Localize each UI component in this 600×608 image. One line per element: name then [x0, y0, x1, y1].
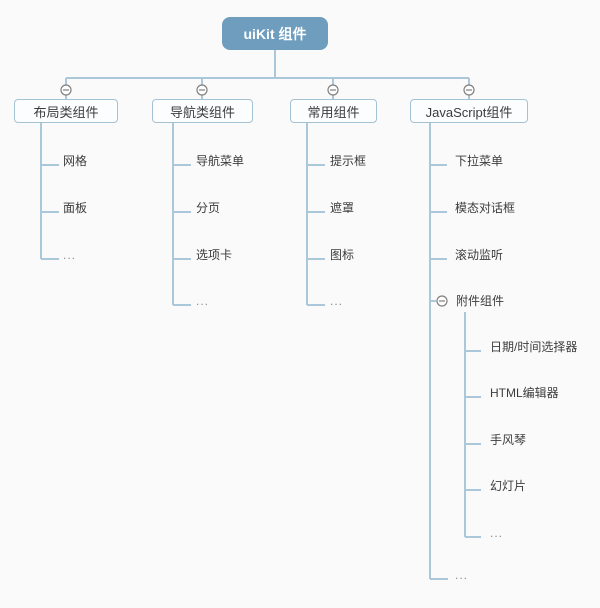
item-tooltip-box[interactable]: 提示框 [330, 154, 367, 168]
item-layout-ellipsis[interactable]: ... [63, 248, 77, 262]
item-html-editor[interactable]: HTML编辑器 [490, 386, 559, 400]
branch-node-common[interactable]: 常用组件 [290, 99, 377, 123]
branch-node-javascript-label: JavaScript组件 [425, 104, 513, 120]
branch-node-layout-label: 布局类组件 [33, 104, 99, 120]
item-grid[interactable]: 网格 [63, 154, 88, 168]
item-common-ellipsis[interactable]: ... [330, 294, 344, 308]
item-attachments-ellipsis[interactable]: ... [490, 526, 504, 540]
root-node[interactable]: uiKit 组件 [222, 17, 328, 50]
item-scrollspy[interactable]: 滚动监听 [455, 248, 504, 262]
collapse-minus-icon-common[interactable] [327, 84, 339, 96]
branch-node-common-label: 常用组件 [307, 104, 360, 120]
branch-node-layout[interactable]: 布局类组件 [14, 99, 118, 123]
item-carousel[interactable]: 幻灯片 [490, 479, 527, 493]
item-javascript-ellipsis[interactable]: ... [455, 568, 469, 582]
branch-node-javascript[interactable]: JavaScript组件 [410, 99, 528, 123]
item-navigation-ellipsis[interactable]: ... [196, 294, 210, 308]
collapse-minus-icon-navigation[interactable] [196, 84, 208, 96]
item-icon[interactable]: 图标 [330, 248, 355, 262]
branch-node-navigation[interactable]: 导航类组件 [152, 99, 253, 123]
item-modal-dialog[interactable]: 模态对话框 [455, 201, 516, 215]
item-pagination[interactable]: 分页 [196, 201, 221, 215]
item-attachment-components[interactable]: 附件组件 [456, 294, 505, 308]
item-mask[interactable]: 遮罩 [330, 201, 355, 215]
branch-node-navigation-label: 导航类组件 [169, 104, 235, 120]
item-panel[interactable]: 面板 [63, 201, 88, 215]
item-datetime-picker[interactable]: 日期/时间选择器 [490, 340, 578, 354]
collapse-minus-icon-attachments[interactable] [436, 295, 448, 307]
root-node-label: uiKit 组件 [243, 25, 307, 42]
item-dropdown-menu[interactable]: 下拉菜单 [455, 154, 504, 168]
item-accordion[interactable]: 手风琴 [490, 433, 527, 447]
item-nav-menu[interactable]: 导航菜单 [196, 154, 245, 168]
collapse-minus-icon-layout[interactable] [60, 84, 72, 96]
item-tabs[interactable]: 选项卡 [196, 248, 233, 262]
collapse-minus-icon-javascript[interactable] [463, 84, 475, 96]
